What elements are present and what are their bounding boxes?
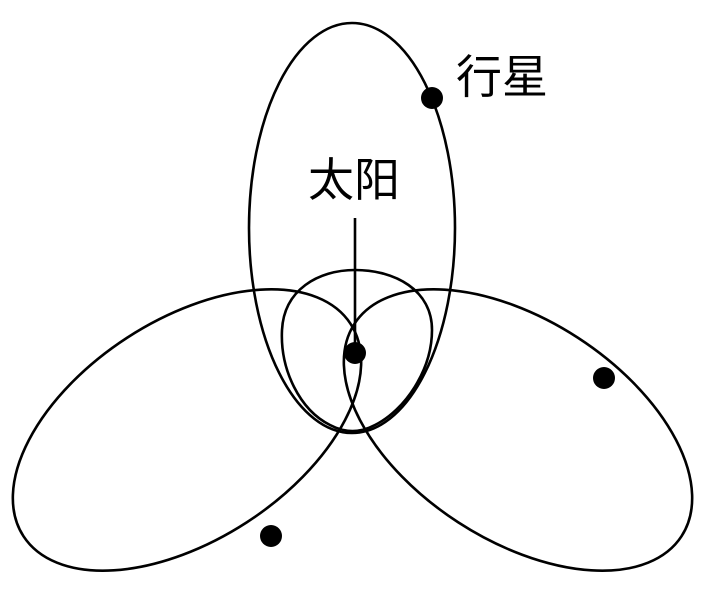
sun-dot	[344, 342, 366, 364]
orbit-vertical	[247, 21, 457, 435]
orbit-inner	[280, 268, 434, 433]
planet-label: 行星	[456, 50, 548, 104]
orbit-right	[342, 288, 694, 572]
planet-dot-top	[421, 87, 443, 109]
planet-dot-left	[260, 525, 282, 547]
sun-label: 太阳	[308, 153, 400, 207]
orbit-left	[11, 288, 363, 572]
planet-dot-right	[593, 367, 615, 389]
